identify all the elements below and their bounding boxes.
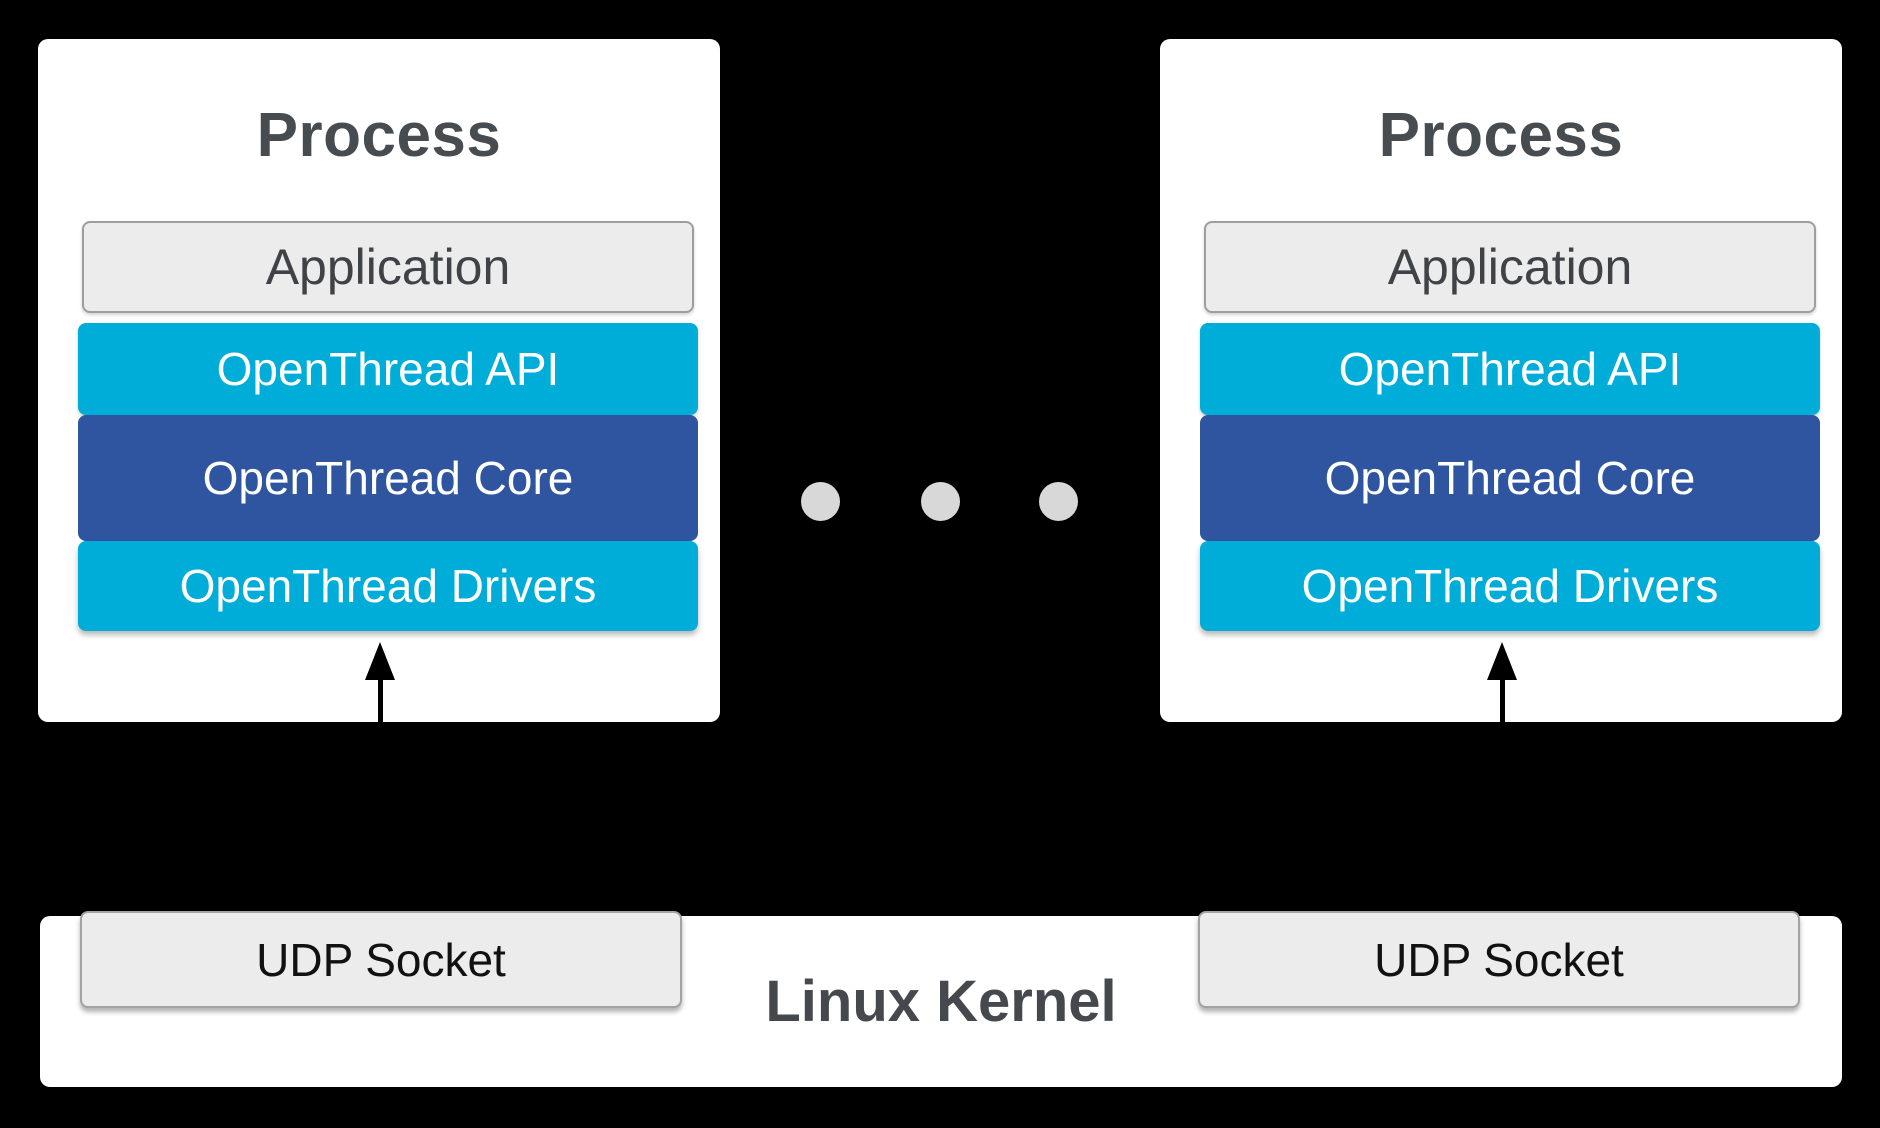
layer-openthread-drivers-label: OpenThread Drivers [1301, 560, 1719, 612]
udp-socket-label: UDP Socket [256, 933, 506, 986]
layer-application: Application [1204, 221, 1816, 313]
up-arrow-shaft [377, 680, 383, 722]
layer-openthread-core: OpenThread Core [78, 415, 698, 541]
process-title: Process [1378, 101, 1624, 170]
ellipsis-dot [1039, 482, 1078, 521]
process-title: Process [256, 101, 502, 170]
process-card-left: Process Application OpenThread API OpenT… [38, 39, 720, 722]
udp-socket-label: UDP Socket [1374, 933, 1624, 986]
up-arrow-shaft [1499, 680, 1505, 722]
layer-openthread-api-label: OpenThread API [1338, 343, 1682, 395]
layer-openthread-drivers-label: OpenThread Drivers [179, 560, 597, 612]
up-arrow-head [1487, 642, 1517, 680]
layer-application-label: Application [265, 239, 511, 295]
ellipsis-dot [801, 482, 840, 521]
layer-openthread-core: OpenThread Core [1200, 415, 1820, 541]
up-arrow-icon [365, 642, 395, 722]
ellipsis-dot [921, 482, 960, 521]
layer-openthread-api: OpenThread API [1200, 323, 1820, 415]
layer-openthread-drivers: OpenThread Drivers [78, 541, 698, 631]
linux-kernel-label: Linux Kernel [765, 969, 1117, 1034]
udp-socket-right: UDP Socket [1198, 911, 1800, 1008]
up-arrow-icon [1487, 642, 1517, 722]
layer-openthread-api-label: OpenThread API [216, 343, 560, 395]
layer-application-label: Application [1387, 239, 1633, 295]
udp-socket-left: UDP Socket [80, 911, 682, 1008]
layer-application: Application [82, 221, 694, 313]
layer-openthread-drivers: OpenThread Drivers [1200, 541, 1820, 631]
layer-openthread-api: OpenThread API [78, 323, 698, 415]
layer-openthread-core-label: OpenThread Core [1324, 452, 1696, 504]
layer-openthread-core-label: OpenThread Core [202, 452, 574, 504]
process-card-right: Process Application OpenThread API OpenT… [1160, 39, 1842, 722]
up-arrow-head [365, 642, 395, 680]
